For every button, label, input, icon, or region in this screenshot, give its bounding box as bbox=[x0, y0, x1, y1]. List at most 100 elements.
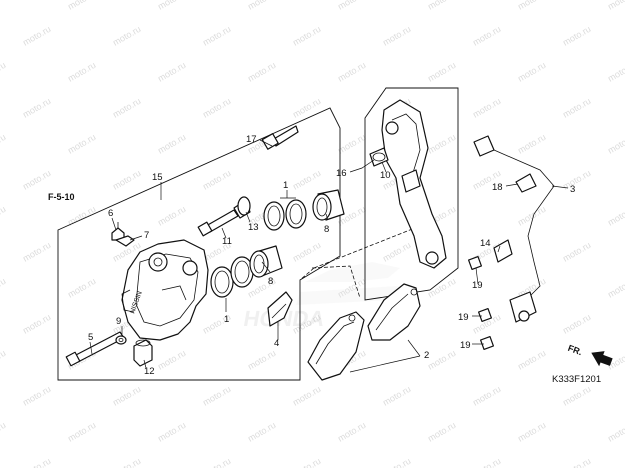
callout-13: 13 bbox=[248, 222, 259, 233]
watermark-text: moto.ru bbox=[336, 132, 367, 156]
watermark-text: moto.ru bbox=[426, 60, 457, 84]
washer bbox=[115, 335, 127, 345]
pin-boot bbox=[233, 196, 251, 219]
callout-5: 5 bbox=[88, 332, 93, 343]
callout-16: 16 bbox=[336, 168, 347, 179]
caliper-assembly-frame bbox=[57, 107, 341, 381]
watermark-text: moto.ru bbox=[66, 60, 97, 84]
watermark-text: moto.ru bbox=[21, 312, 52, 336]
callout-10: 10 bbox=[380, 170, 391, 181]
watermark-text: moto.ru bbox=[336, 60, 367, 84]
watermark-text: moto.ru bbox=[516, 348, 547, 372]
piston-lower bbox=[249, 245, 283, 278]
leader-lines bbox=[89, 139, 569, 373]
watermark-text: moto.ru bbox=[21, 456, 52, 468]
watermark-text: moto.ru bbox=[336, 0, 367, 12]
wire-clamp bbox=[515, 173, 537, 193]
watermark-text: moto.ru bbox=[561, 456, 592, 468]
bleeder-cap bbox=[115, 235, 135, 247]
watermark-text: moto.ru bbox=[291, 168, 322, 192]
bracket-assembly-frame bbox=[364, 87, 459, 301]
callout-8: 8 bbox=[268, 276, 273, 287]
pin-bolt bbox=[65, 331, 125, 367]
watermark-text: moto.ru bbox=[561, 312, 592, 336]
watermark-text: moto.ru bbox=[606, 276, 625, 300]
mounting-bolt bbox=[261, 125, 299, 150]
caliper-body: NISSIN bbox=[121, 239, 209, 341]
piston-upper bbox=[312, 189, 345, 221]
watermark-text: moto.ru bbox=[21, 384, 52, 408]
watermark-text: moto.ru bbox=[426, 420, 457, 444]
watermark-text: moto.ru bbox=[561, 240, 592, 264]
watermark-text: moto.ru bbox=[0, 420, 7, 444]
watermark-text: moto.ru bbox=[291, 384, 322, 408]
watermark-text: moto.ru bbox=[561, 96, 592, 120]
watermark-text: moto.ru bbox=[291, 240, 322, 264]
watermark-text: moto.ru bbox=[66, 132, 97, 156]
watermark-text: moto.ru bbox=[291, 24, 322, 48]
watermark-text: moto.ru bbox=[336, 420, 367, 444]
sensor-bolt-1 bbox=[467, 255, 483, 271]
plug bbox=[133, 339, 153, 367]
callout-7: 7 bbox=[144, 230, 149, 241]
watermark-text: moto.ru bbox=[0, 132, 7, 156]
watermark-text: moto.ru bbox=[291, 96, 322, 120]
watermark-text: moto.ru bbox=[111, 96, 142, 120]
watermark-text: moto.ru bbox=[156, 0, 187, 12]
callout-12: 12 bbox=[144, 366, 155, 377]
watermark-text: moto.ru bbox=[156, 132, 187, 156]
watermark-text: moto.ru bbox=[0, 204, 7, 228]
watermark-text: moto.ru bbox=[111, 456, 142, 468]
watermark-text: moto.ru bbox=[156, 420, 187, 444]
watermark-text: moto.ru bbox=[201, 456, 232, 468]
watermark-text: moto.ru bbox=[381, 24, 412, 48]
watermark-text: moto.ru bbox=[21, 168, 52, 192]
watermark-text: moto.ru bbox=[111, 168, 142, 192]
watermark-text: moto.ru bbox=[471, 384, 502, 408]
watermark-text: moto.ru bbox=[66, 420, 97, 444]
callout-1: 1 bbox=[283, 180, 288, 191]
watermark-text: moto.ru bbox=[246, 60, 277, 84]
callout-15: 15 bbox=[152, 172, 163, 183]
watermark-text: moto.ru bbox=[606, 420, 625, 444]
callout-14: 14 bbox=[480, 238, 491, 249]
watermark-text: moto.ru bbox=[201, 96, 232, 120]
watermark-text: moto.ru bbox=[0, 276, 7, 300]
watermark-text: moto.ru bbox=[561, 24, 592, 48]
watermark-text: moto.ru bbox=[516, 132, 547, 156]
pad-reference-dashed bbox=[299, 225, 421, 281]
slide-pin bbox=[197, 209, 239, 237]
callout-8: 8 bbox=[324, 224, 329, 235]
watermark-text: moto.ru bbox=[246, 348, 277, 372]
watermark-text: moto.ru bbox=[66, 276, 97, 300]
watermark-text: moto.ru bbox=[606, 60, 625, 84]
watermark-text: moto.ru bbox=[246, 420, 277, 444]
watermark-text: moto.ru bbox=[426, 132, 457, 156]
watermark-text: moto.ru bbox=[201, 168, 232, 192]
caliper-bracket bbox=[381, 99, 447, 269]
watermark-text: moto.ru bbox=[156, 348, 187, 372]
bracket-boot bbox=[369, 147, 389, 167]
watermark-text: moto.ru bbox=[426, 348, 457, 372]
wire-clip bbox=[493, 239, 513, 263]
sensor-bolt-3 bbox=[479, 335, 495, 351]
watermark-text: moto.ru bbox=[606, 204, 625, 228]
callout-18: 18 bbox=[492, 182, 503, 193]
watermark-text: moto.ru bbox=[471, 24, 502, 48]
front-direction-label: FR. bbox=[567, 343, 584, 357]
sensor-bolt-2 bbox=[477, 307, 493, 323]
watermark-text: moto.ru bbox=[0, 60, 7, 84]
watermark-text: moto.ru bbox=[291, 456, 322, 468]
callout-17: 17 bbox=[246, 134, 257, 145]
watermark-text: moto.ru bbox=[201, 24, 232, 48]
figure-reference-label: F-5-10 bbox=[48, 192, 75, 202]
watermark-text: moto.ru bbox=[381, 384, 412, 408]
watermark-text: moto.ru bbox=[516, 60, 547, 84]
piston-seal-upper bbox=[263, 199, 307, 231]
watermark-text: moto.ru bbox=[381, 240, 412, 264]
callout-9: 9 bbox=[116, 316, 121, 327]
watermark-text: moto.ru bbox=[561, 168, 592, 192]
watermark-text: moto.ru bbox=[0, 0, 7, 12]
